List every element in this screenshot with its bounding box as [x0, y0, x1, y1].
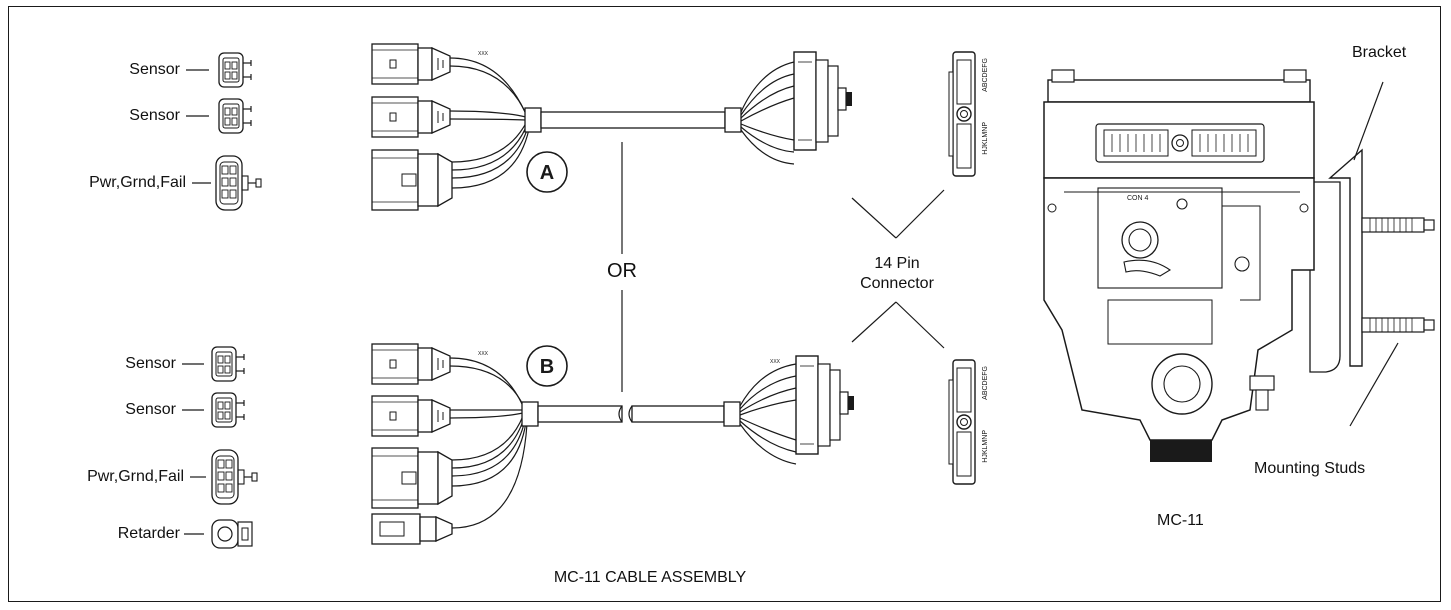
sensor-connector-icon	[218, 52, 252, 88]
label-b-retarder: Retarder	[117, 525, 180, 542]
pin-letters-top-a: ABCDEFG	[982, 58, 989, 92]
sensor-connector-icon	[211, 346, 245, 382]
label-b-sensor-2: Sensor	[125, 401, 176, 418]
cable-assembly-a	[371, 43, 853, 211]
bracket-label: Bracket	[1352, 44, 1407, 61]
variant-b-letter: B	[540, 356, 554, 378]
pin14-connector-top-icon	[948, 51, 976, 177]
pin-letters-bottom-b: HJKLMNP	[982, 430, 989, 463]
label-a-pwr-grnd-fail: Pwr,Grnd,Fail	[89, 174, 186, 191]
pin-letters-top-b: ABCDEFG	[982, 366, 989, 400]
power-connector-icon	[215, 155, 262, 211]
sensor-connector-icon	[211, 392, 245, 428]
diagram-frame	[8, 6, 1441, 602]
cable-assembly-caption: MC-11 CABLE ASSEMBLY	[553, 569, 747, 586]
pin-connector-label: 14 Pin Connector	[860, 255, 934, 292]
sensor-connector-icon	[218, 98, 252, 134]
wire-code-label: XXX	[478, 51, 489, 57]
variant-a-marker	[526, 151, 568, 193]
power-connector-icon	[211, 449, 258, 505]
wire-code-label: XXX	[478, 351, 489, 357]
label-a-sensor-2: Sensor	[129, 107, 180, 124]
wire-code-label: XXX	[770, 359, 781, 365]
pin-letters-bottom-a: HJKLMNP	[982, 122, 989, 155]
cable-assembly-b	[371, 343, 855, 545]
label-a-sensor-1: Sensor	[129, 61, 180, 78]
mc11-label: MC-11	[1157, 512, 1204, 529]
variant-b-marker	[526, 345, 568, 387]
retarder-connector-icon	[211, 519, 253, 549]
pin14-connector-bottom-icon	[948, 359, 976, 485]
label-b-pwr-grnd-fail: Pwr,Grnd,Fail	[87, 468, 184, 485]
label-b-sensor-1: Sensor	[125, 355, 176, 372]
mounting-studs-label: Mounting Studs	[1254, 460, 1366, 477]
or-label: OR	[607, 260, 637, 282]
con4-label: CON 4	[1127, 195, 1149, 202]
variant-a-letter: A	[540, 162, 554, 184]
mc11-modulator-drawing	[1043, 69, 1435, 462]
